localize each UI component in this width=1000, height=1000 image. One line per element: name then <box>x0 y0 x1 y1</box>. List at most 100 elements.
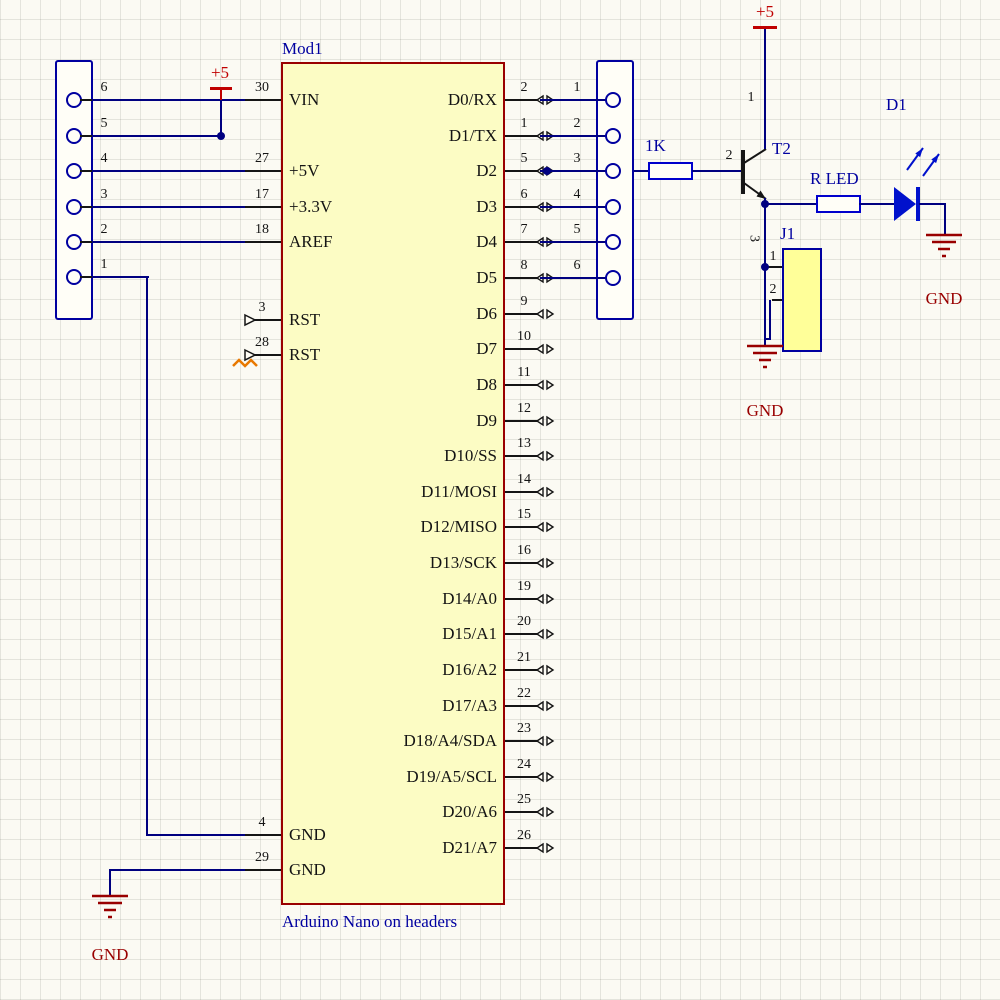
pin-number: 30 <box>255 80 269 95</box>
pin-name: D19/A5/SCL <box>406 767 497 786</box>
pin-wire <box>540 277 606 279</box>
pin-stub <box>505 740 541 742</box>
connector-pin-number: 2 <box>573 116 581 131</box>
pin-circle[interactable] <box>605 92 621 108</box>
j1-body[interactable] <box>782 248 822 352</box>
component-description: Arduino Nano on headers <box>282 912 458 931</box>
led-light-arrows-icon <box>906 147 940 177</box>
pin-stub <box>505 598 541 600</box>
pin-stub <box>505 241 541 243</box>
input-arrow-icon <box>244 348 257 362</box>
pin-name: D15/A1 <box>442 624 497 643</box>
resistor-rled[interactable] <box>816 195 861 213</box>
pin-number: 17 <box>255 187 269 202</box>
connector-pin-number: 3 <box>573 151 581 166</box>
pin-name: +3.3V <box>289 197 333 216</box>
pin-stub <box>505 776 541 778</box>
pin-circle[interactable] <box>605 270 621 286</box>
pin-circle[interactable] <box>605 234 621 250</box>
junction-dot <box>761 263 769 271</box>
pin-circle[interactable] <box>605 163 621 179</box>
input-arrow-icon <box>244 313 257 327</box>
pin-stub <box>505 206 541 208</box>
wire <box>919 203 946 205</box>
ground-icon[interactable] <box>743 344 787 370</box>
pin-number: 13 <box>517 436 531 451</box>
wire <box>764 29 766 149</box>
io-arrow-icon <box>535 664 555 676</box>
pin-stub <box>80 206 94 208</box>
wire <box>692 170 743 172</box>
connector-pin-number: 2 <box>100 222 108 237</box>
pin-stub <box>505 669 541 671</box>
ground-icon[interactable] <box>88 894 132 920</box>
connector-pin-number: 5 <box>100 116 108 131</box>
io-arrow-icon <box>535 521 555 533</box>
pin-number: 16 <box>517 543 531 558</box>
pin-name: D14/A0 <box>442 589 497 608</box>
io-arrow-icon <box>535 450 555 462</box>
connector-pin-number: 1 <box>573 80 581 95</box>
io-arrow-icon <box>535 842 555 854</box>
pin-stub <box>505 135 541 137</box>
wire <box>146 834 245 836</box>
pin-number: 9 <box>520 294 528 309</box>
pin-number: 5 <box>520 151 528 166</box>
pin-name: +5V <box>289 161 320 180</box>
pin-stub <box>245 170 281 172</box>
pin-name: D9 <box>476 411 497 430</box>
ground-label: GND <box>746 401 784 420</box>
power-port-plus5[interactable]: +5 <box>210 63 230 82</box>
junction-dot <box>543 167 551 175</box>
pin-name: D6 <box>476 304 497 323</box>
pin-stub <box>505 99 541 101</box>
io-arrow-icon <box>535 343 555 355</box>
io-arrow-icon <box>535 700 555 712</box>
wire <box>92 99 245 101</box>
ground-label: GND <box>91 945 129 964</box>
pin-number: 4 <box>258 815 266 830</box>
led-d1[interactable] <box>892 182 924 226</box>
erc-marker-icon <box>232 358 258 368</box>
power-bar <box>210 87 232 90</box>
wire <box>634 170 648 172</box>
pin-name: D5 <box>476 268 497 287</box>
transistor-t2[interactable] <box>737 140 769 204</box>
pin-name: D18/A4/SDA <box>403 731 497 750</box>
pin-stub <box>505 313 541 315</box>
pin-stub <box>505 348 541 350</box>
pin-number: 24 <box>517 757 531 772</box>
io-arrow-icon <box>535 771 555 783</box>
pin-name: D7 <box>476 339 497 358</box>
wire <box>765 338 771 340</box>
io-arrow-icon <box>535 593 555 605</box>
power-bar <box>753 26 777 29</box>
pin-number: 10 <box>517 329 531 344</box>
ground-icon[interactable] <box>922 233 966 259</box>
wire <box>859 203 894 205</box>
pin-circle[interactable] <box>605 199 621 215</box>
pin-number: 1 <box>520 116 528 131</box>
wire <box>92 170 245 172</box>
pin-wire <box>540 170 606 172</box>
power-stem <box>220 89 222 100</box>
wire <box>764 198 766 346</box>
io-arrow-icon <box>535 486 555 498</box>
pin-stub <box>80 276 94 278</box>
pin-name: AREF <box>289 232 333 251</box>
arduino-body[interactable] <box>281 62 505 905</box>
pin-number: 22 <box>517 686 531 701</box>
transistor-designator: T2 <box>772 139 791 158</box>
pin-name: D2 <box>476 161 497 180</box>
wire <box>92 135 222 137</box>
pin-stub <box>505 491 541 493</box>
pin-number: 21 <box>517 650 531 665</box>
resistor-value: 1K <box>645 136 666 155</box>
pin-name: D21/A7 <box>442 838 497 857</box>
transistor-emitter-number: 3 <box>746 235 762 242</box>
wire <box>92 276 149 278</box>
power-port-plus5[interactable]: +5 <box>755 2 775 21</box>
pin-circle[interactable] <box>605 128 621 144</box>
resistor-1k[interactable] <box>648 162 693 180</box>
pin-stub <box>245 319 281 321</box>
